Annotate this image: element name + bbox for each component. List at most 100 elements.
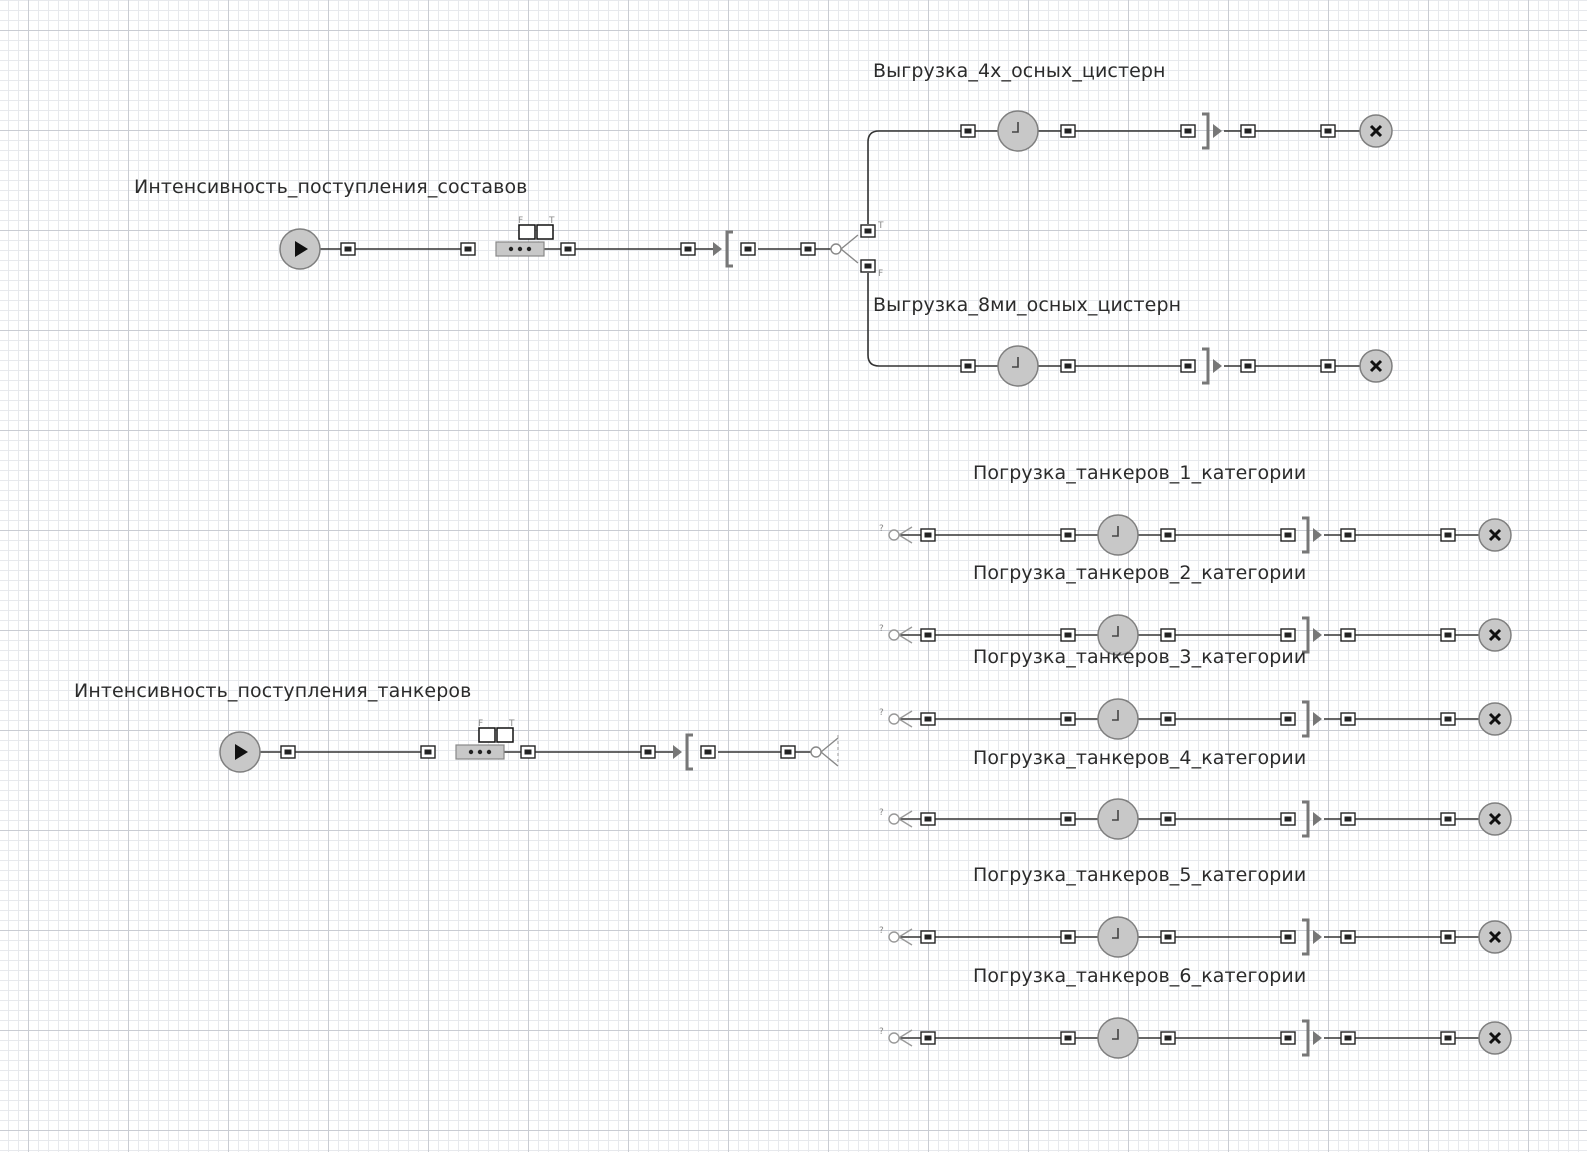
- port-icon[interactable]: [640, 745, 656, 759]
- port-icon[interactable]: [1180, 359, 1196, 373]
- clock-icon[interactable]: [1097, 798, 1139, 840]
- clock-icon[interactable]: [997, 345, 1039, 387]
- release-bracket-icon[interactable]: [1302, 800, 1322, 838]
- release-bracket-icon[interactable]: [1302, 616, 1322, 654]
- port-icon[interactable]: [1060, 528, 1076, 542]
- port-icon[interactable]: [1440, 628, 1456, 642]
- play-icon[interactable]: [279, 228, 321, 270]
- port-icon[interactable]: [1320, 359, 1336, 373]
- port-icon[interactable]: [1160, 712, 1176, 726]
- enter-icon[interactable]: ?: [879, 708, 913, 728]
- seize-bracket-icon[interactable]: [713, 230, 733, 268]
- port-icon[interactable]: [1060, 930, 1076, 944]
- port-icon[interactable]: [1160, 528, 1176, 542]
- port-icon[interactable]: [1280, 930, 1296, 944]
- seize-bracket-icon[interactable]: [673, 733, 693, 771]
- port-icon[interactable]: [420, 745, 436, 759]
- port-icon[interactable]: [1340, 930, 1356, 944]
- enter-icon[interactable]: ?: [879, 926, 913, 946]
- port-icon[interactable]: [1180, 124, 1196, 138]
- port-icon[interactable]: [1340, 628, 1356, 642]
- release-bracket-icon[interactable]: [1302, 1019, 1322, 1057]
- port-icon[interactable]: [1160, 1031, 1176, 1045]
- port-icon[interactable]: [860, 224, 876, 238]
- port-icon[interactable]: [1320, 124, 1336, 138]
- enter-icon[interactable]: ?: [879, 1027, 913, 1047]
- port-icon[interactable]: [280, 745, 296, 759]
- close-x-icon[interactable]: [1478, 802, 1512, 836]
- port-icon[interactable]: [680, 242, 696, 256]
- port-icon[interactable]: [920, 712, 936, 726]
- port-icon[interactable]: [1060, 1031, 1076, 1045]
- port-icon[interactable]: [1280, 1031, 1296, 1045]
- release-bracket-icon[interactable]: [1202, 112, 1222, 150]
- port-icon[interactable]: [1060, 712, 1076, 726]
- release-bracket-icon[interactable]: [1202, 347, 1222, 385]
- port-icon[interactable]: [1280, 712, 1296, 726]
- release-bracket-icon[interactable]: [1302, 918, 1322, 956]
- port-icon[interactable]: [1160, 812, 1176, 826]
- enter-icon[interactable]: ?: [879, 808, 913, 828]
- enter-icon[interactable]: ?: [879, 524, 913, 544]
- port-icon[interactable]: [920, 930, 936, 944]
- play-icon[interactable]: [219, 731, 261, 773]
- port-icon[interactable]: [1340, 712, 1356, 726]
- close-x-icon[interactable]: [1478, 1021, 1512, 1055]
- port-icon[interactable]: [1240, 124, 1256, 138]
- sink-x: [1488, 628, 1502, 642]
- enter-icon[interactable]: ?: [879, 624, 913, 644]
- close-x-icon[interactable]: [1478, 618, 1512, 652]
- port-icon[interactable]: [1280, 528, 1296, 542]
- clock-hands: [1112, 928, 1119, 939]
- release-bracket-icon[interactable]: [1302, 516, 1322, 554]
- port-icon[interactable]: [560, 242, 576, 256]
- port-icon[interactable]: [860, 259, 876, 273]
- port-icon[interactable]: [1160, 628, 1176, 642]
- port-icon[interactable]: [1440, 712, 1456, 726]
- port-icon[interactable]: [340, 242, 356, 256]
- clock-icon[interactable]: [1097, 514, 1139, 556]
- port-icon[interactable]: [1340, 528, 1356, 542]
- clock-icon[interactable]: [1097, 1017, 1139, 1059]
- port-icon[interactable]: [1440, 1031, 1456, 1045]
- port-icon[interactable]: [1160, 930, 1176, 944]
- port-icon[interactable]: [740, 242, 756, 256]
- port-icon[interactable]: [1280, 628, 1296, 642]
- port-icon[interactable]: [920, 628, 936, 642]
- clock-icon[interactable]: [1097, 614, 1139, 656]
- port-icon[interactable]: [1060, 124, 1076, 138]
- port-icon[interactable]: [1340, 812, 1356, 826]
- close-x-icon[interactable]: [1359, 114, 1393, 148]
- port-icon[interactable]: [700, 745, 716, 759]
- close-x-icon[interactable]: [1359, 349, 1393, 383]
- clock-icon[interactable]: [997, 110, 1039, 152]
- release-bracket-icon[interactable]: [1302, 700, 1322, 738]
- select-output-icon[interactable]: [810, 737, 839, 767]
- port-icon[interactable]: [1060, 359, 1076, 373]
- port-icon[interactable]: [1440, 930, 1456, 944]
- clock-icon[interactable]: [1097, 698, 1139, 740]
- close-x-icon[interactable]: [1478, 920, 1512, 954]
- port-icon[interactable]: [920, 1031, 936, 1045]
- port-icon[interactable]: [460, 242, 476, 256]
- port-icon[interactable]: [920, 812, 936, 826]
- port-icon[interactable]: [1240, 359, 1256, 373]
- port-icon[interactable]: [780, 745, 796, 759]
- port-icon[interactable]: [1340, 1031, 1356, 1045]
- port-icon[interactable]: [800, 242, 816, 256]
- port-icon[interactable]: [1060, 628, 1076, 642]
- port-icon[interactable]: [920, 528, 936, 542]
- port-icon[interactable]: [1280, 812, 1296, 826]
- port-icon[interactable]: [960, 124, 976, 138]
- close-x-icon[interactable]: [1478, 518, 1512, 552]
- close-x-icon[interactable]: [1478, 702, 1512, 736]
- port-icon[interactable]: [1060, 812, 1076, 826]
- port-icon[interactable]: [960, 359, 976, 373]
- port-icon[interactable]: [520, 745, 536, 759]
- select-output-icon[interactable]: [830, 234, 859, 264]
- port-icon[interactable]: [1440, 528, 1456, 542]
- clock-icon[interactable]: [1097, 916, 1139, 958]
- port-icon[interactable]: [1440, 812, 1456, 826]
